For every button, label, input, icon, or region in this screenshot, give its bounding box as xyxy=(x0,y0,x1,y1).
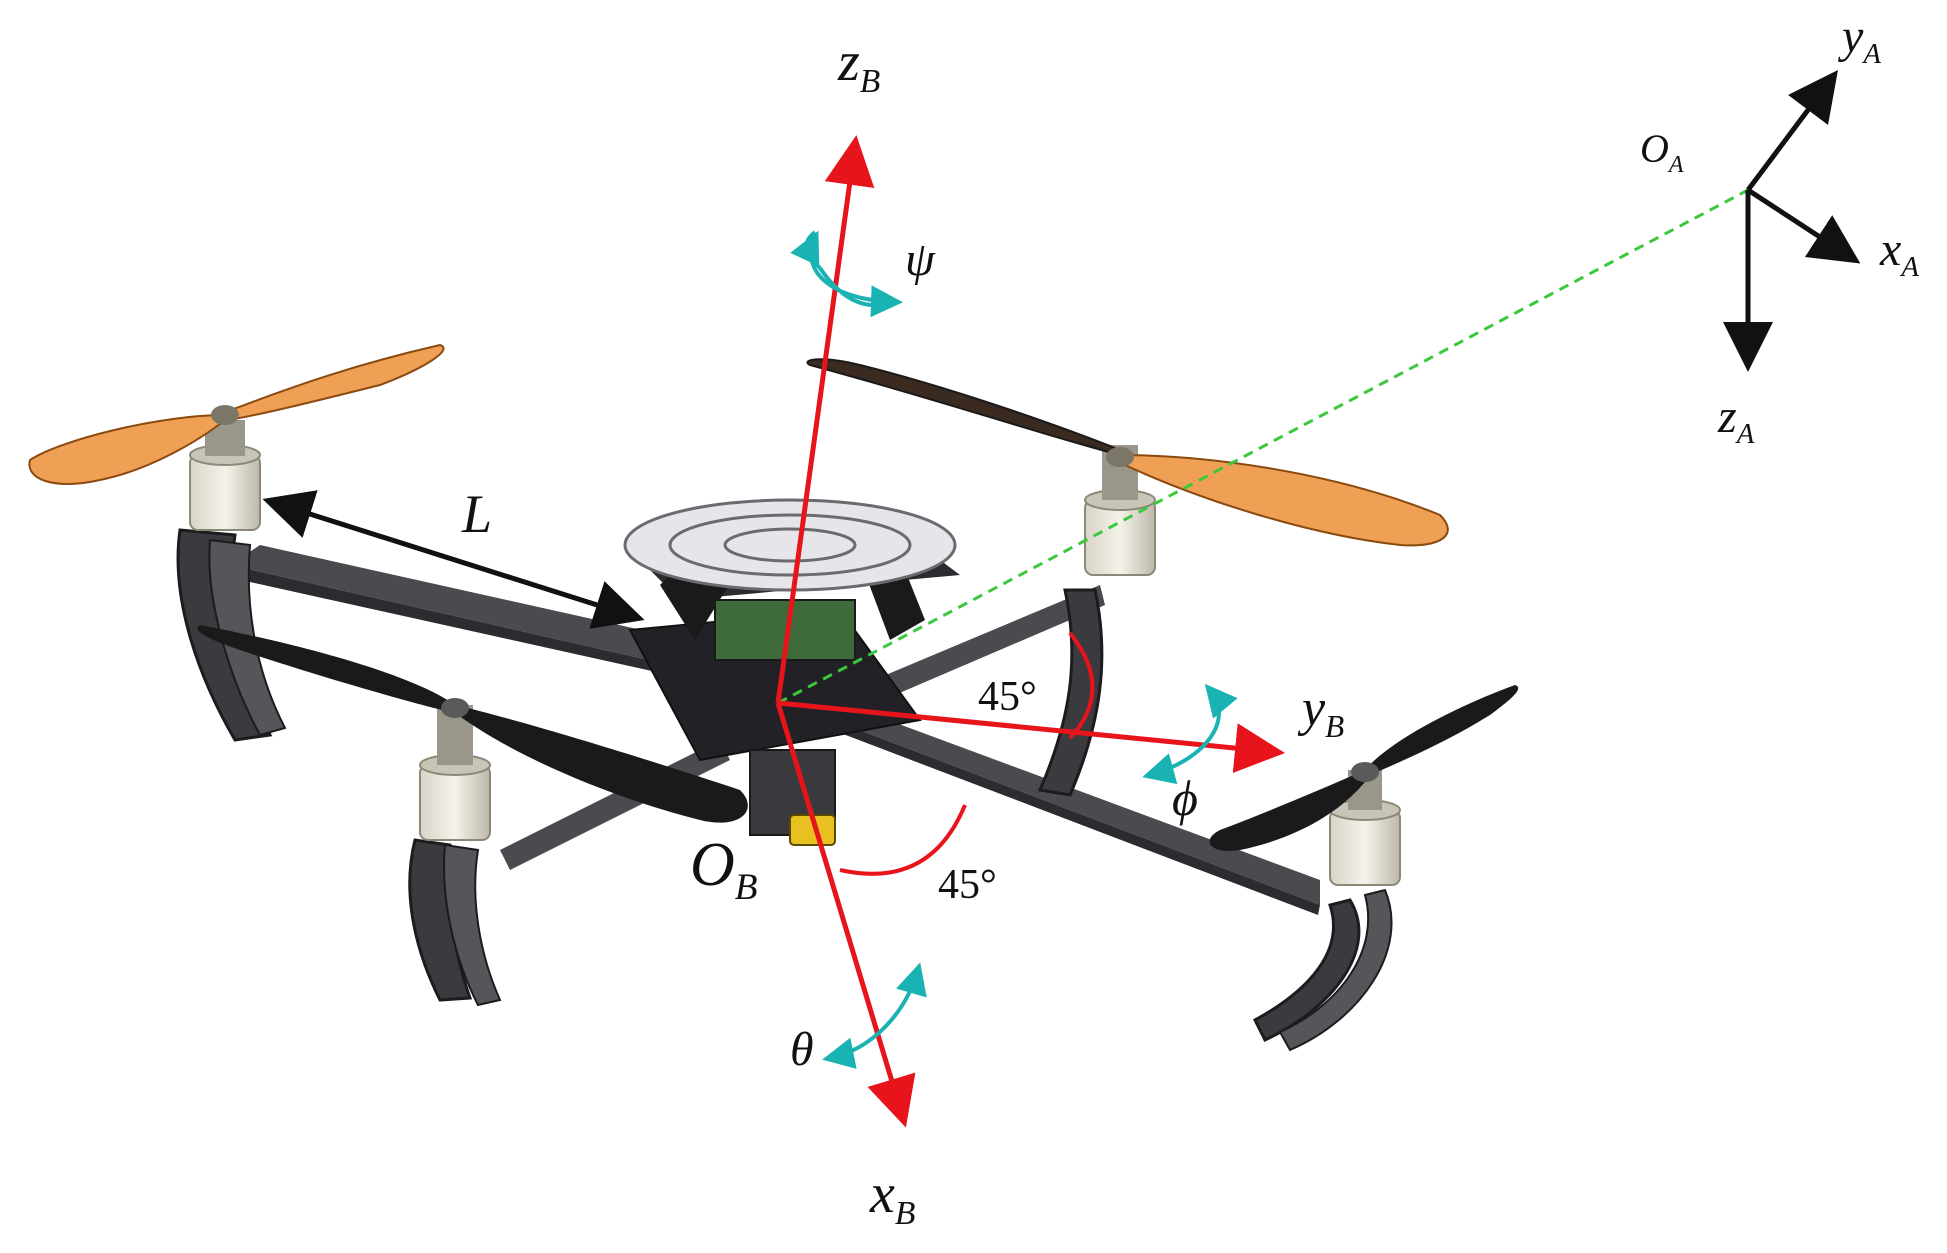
origin-inertial-label: OA xyxy=(1640,126,1684,178)
position-vector-line xyxy=(777,188,1749,705)
quadrotor-illustration xyxy=(28,343,1519,1052)
yaw-rotation-curve xyxy=(790,230,903,318)
angle-label-lower: 45° xyxy=(938,862,997,908)
propeller-black-right xyxy=(1209,685,1519,851)
pitch-label: θ xyxy=(790,1023,814,1076)
pitch-rotation-curve xyxy=(822,962,927,1069)
angle-label-upper: 45° xyxy=(978,674,1037,720)
propeller-orange-left xyxy=(28,343,445,485)
y-inertial-label: yA xyxy=(1837,10,1881,70)
x-inertial-label: xA xyxy=(1879,223,1919,283)
origin-body-label: OB xyxy=(690,831,758,908)
inertial-axes xyxy=(1723,70,1861,372)
motor-front-right xyxy=(1084,445,1156,576)
propeller-black-left xyxy=(197,625,748,823)
x-body-label: xB xyxy=(869,1163,915,1232)
roll-label: ϕ xyxy=(1172,770,1198,826)
x-inertial-axis xyxy=(1746,187,1861,264)
y-inertial-axis xyxy=(1746,70,1838,192)
y-body-label: yB xyxy=(1297,680,1344,744)
roll-rotation-curve xyxy=(1142,683,1238,785)
yaw-label: ψ xyxy=(905,233,936,286)
angle-arc-lower xyxy=(839,804,967,876)
angle-arc-upper xyxy=(1068,631,1095,740)
z-body-label: zB xyxy=(837,31,880,100)
motor-front-left xyxy=(189,420,261,531)
arm-length-arrow xyxy=(262,490,645,629)
z-inertial-label: zA xyxy=(1717,390,1755,450)
center-body xyxy=(623,498,960,846)
arm-length-label: L xyxy=(461,484,492,544)
